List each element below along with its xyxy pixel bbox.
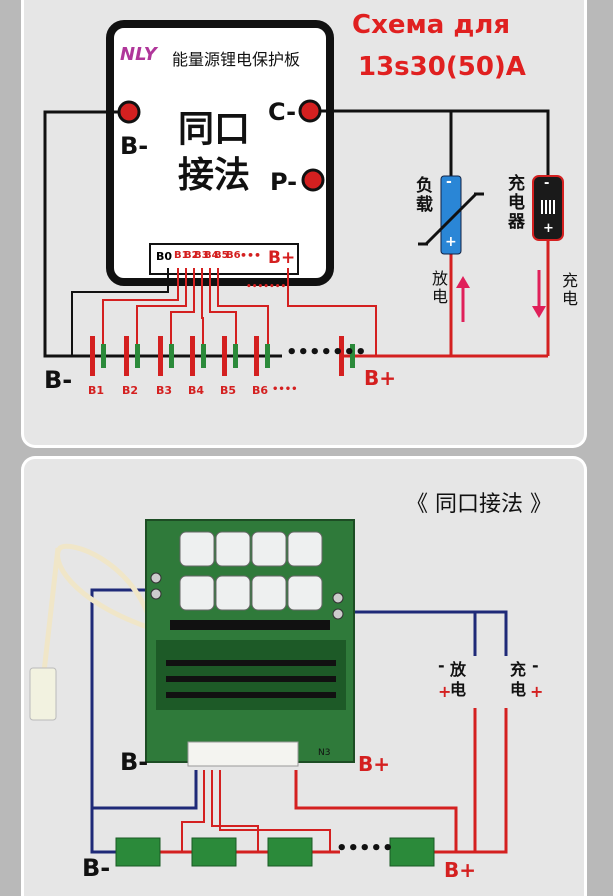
bottom-b-plus-board: B+ bbox=[358, 752, 391, 776]
bottom-charge-minus: - bbox=[532, 656, 539, 675]
battery-chain-dots: ••••••• bbox=[286, 342, 367, 363]
thermistor bbox=[29, 667, 57, 721]
load-minus: - bbox=[446, 174, 452, 190]
cell-label-b6: B6 bbox=[252, 384, 269, 397]
bottom-b-plus-battery: B+ bbox=[444, 858, 477, 882]
bottom-charge-plus: + bbox=[530, 682, 544, 701]
discharge-label: 放电 bbox=[429, 270, 448, 306]
protection-board-box bbox=[106, 20, 334, 286]
connector-sub-dots: ••••••• bbox=[246, 282, 287, 292]
battery-cells bbox=[90, 336, 355, 376]
load-symbol bbox=[440, 175, 462, 255]
board-title: 能量源锂电保护板 bbox=[172, 50, 301, 69]
b-minus-wire bbox=[43, 110, 129, 358]
bottom-discharge-plus: + bbox=[438, 682, 452, 701]
bottom-b-minus-board: B- bbox=[120, 748, 149, 776]
bottom-battery-cells bbox=[115, 837, 435, 867]
bottom-title: 《 同口接法 》 bbox=[406, 492, 552, 517]
cell-label-b4: B4 bbox=[188, 384, 205, 397]
connector-b0: B0 bbox=[156, 250, 173, 263]
connector-b3: B3 bbox=[194, 250, 209, 261]
bottom-discharge-minus: - bbox=[438, 656, 445, 675]
connector-b2: B2 bbox=[184, 250, 199, 261]
cell-label-b3: B3 bbox=[156, 384, 173, 397]
balance-connector bbox=[187, 741, 299, 767]
header-line-2: 13s30(50)A bbox=[358, 52, 526, 82]
pcb-mark: N3 bbox=[318, 748, 331, 758]
board-p-minus-label: P- bbox=[270, 168, 298, 196]
board-center-line-2: 接法 bbox=[178, 155, 251, 196]
board-center-line-1: 同口 bbox=[178, 109, 251, 150]
load-label: 负载 bbox=[412, 176, 432, 214]
balance-wires bbox=[102, 268, 377, 356]
bottom-charge-label: 充电 bbox=[510, 660, 527, 699]
cell-label-dots: •••• bbox=[272, 384, 298, 395]
cell-label-b5: B5 bbox=[220, 384, 237, 397]
charger-symbol bbox=[532, 175, 564, 241]
header-line-1: Схема для bbox=[352, 10, 511, 40]
b0-wire bbox=[71, 268, 169, 356]
battery-b-minus-label: B- bbox=[44, 366, 73, 394]
board-c-minus-label: C- bbox=[268, 98, 297, 126]
b-minus-terminal bbox=[117, 100, 141, 124]
charger-plus: + bbox=[543, 221, 554, 236]
cell-label-b2: B2 bbox=[122, 384, 139, 397]
mosfet-heatsinks bbox=[179, 531, 323, 611]
bottom-b-minus-battery: B- bbox=[82, 854, 111, 882]
cell-label-b1: B1 bbox=[88, 384, 105, 397]
c-minus-wire bbox=[310, 109, 550, 180]
connector-b5: B5 bbox=[214, 250, 229, 261]
battery-b-plus-label: B+ bbox=[364, 366, 397, 390]
connector-b-plus: B+ bbox=[268, 248, 296, 268]
bottom-chain-dots: ••••• bbox=[336, 838, 394, 859]
charger-minus: - bbox=[544, 176, 550, 191]
charger-label: 充电器 bbox=[504, 174, 524, 231]
load-plus: + bbox=[445, 234, 457, 250]
bottom-discharge-label: 放电 bbox=[450, 660, 467, 699]
board-logo: NLY bbox=[120, 44, 157, 65]
c-minus-terminal bbox=[298, 99, 322, 123]
charge-label: 充电 bbox=[559, 272, 578, 308]
connector-strip bbox=[149, 243, 299, 275]
connector-b6: B6 bbox=[226, 250, 241, 261]
connector-b1: B1 bbox=[174, 250, 189, 261]
connector-dots: ••• bbox=[240, 249, 262, 262]
p-minus-terminal bbox=[301, 168, 325, 192]
board-b-minus-label: B- bbox=[120, 132, 149, 160]
connector-b4: B4 bbox=[204, 250, 219, 261]
